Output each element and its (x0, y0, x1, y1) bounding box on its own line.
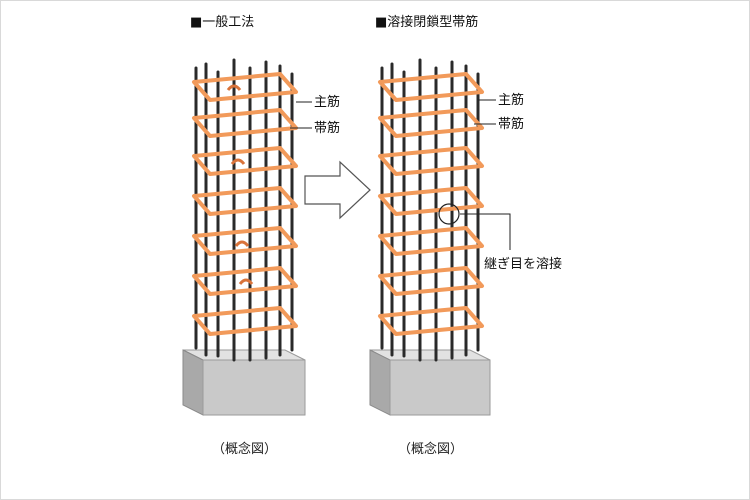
right-caption: （概念図） (398, 441, 463, 457)
right-main-bar-label: 主筋 (498, 92, 524, 108)
weld-joint-marker-icon (438, 203, 460, 225)
left-hoop (192, 186, 298, 216)
left-hoop (192, 306, 298, 336)
leader-lines (290, 99, 511, 250)
left-hoop (192, 146, 298, 176)
left-concrete-base (182, 349, 306, 416)
right-hoop (378, 306, 484, 336)
weld-label: 継ぎ目を溶接 (484, 256, 562, 272)
right-hoops (378, 72, 484, 336)
left-caption: （概念図） (212, 441, 277, 457)
left-hoop (192, 266, 298, 296)
right-concrete-base (369, 349, 491, 416)
left-hoop (192, 226, 298, 256)
right-hoop (378, 108, 484, 138)
right-hoop (378, 226, 484, 256)
left-title: ■一般工法 (190, 14, 254, 30)
left-hoop-hook (234, 240, 250, 247)
left-main-bar-label: 主筋 (314, 94, 340, 110)
left-hoop-label: 帯筋 (314, 120, 340, 136)
left-hoop (192, 72, 298, 102)
right-hoop (378, 186, 484, 216)
weld-leader (460, 213, 511, 250)
right-hoop-label: 帯筋 (498, 116, 524, 132)
arrow-icon (304, 160, 371, 220)
left-hoop-hooks (226, 84, 254, 285)
left-hoop-hook (238, 278, 254, 285)
right-hoop (378, 266, 484, 296)
left-hoop-hook (226, 84, 242, 91)
right-title: ■溶接閉鎖型帯筋 (375, 14, 478, 30)
left-hoop-hook (230, 158, 246, 165)
right-hoop (378, 72, 484, 102)
left-hoops (192, 72, 298, 336)
right-hoop (378, 146, 484, 176)
